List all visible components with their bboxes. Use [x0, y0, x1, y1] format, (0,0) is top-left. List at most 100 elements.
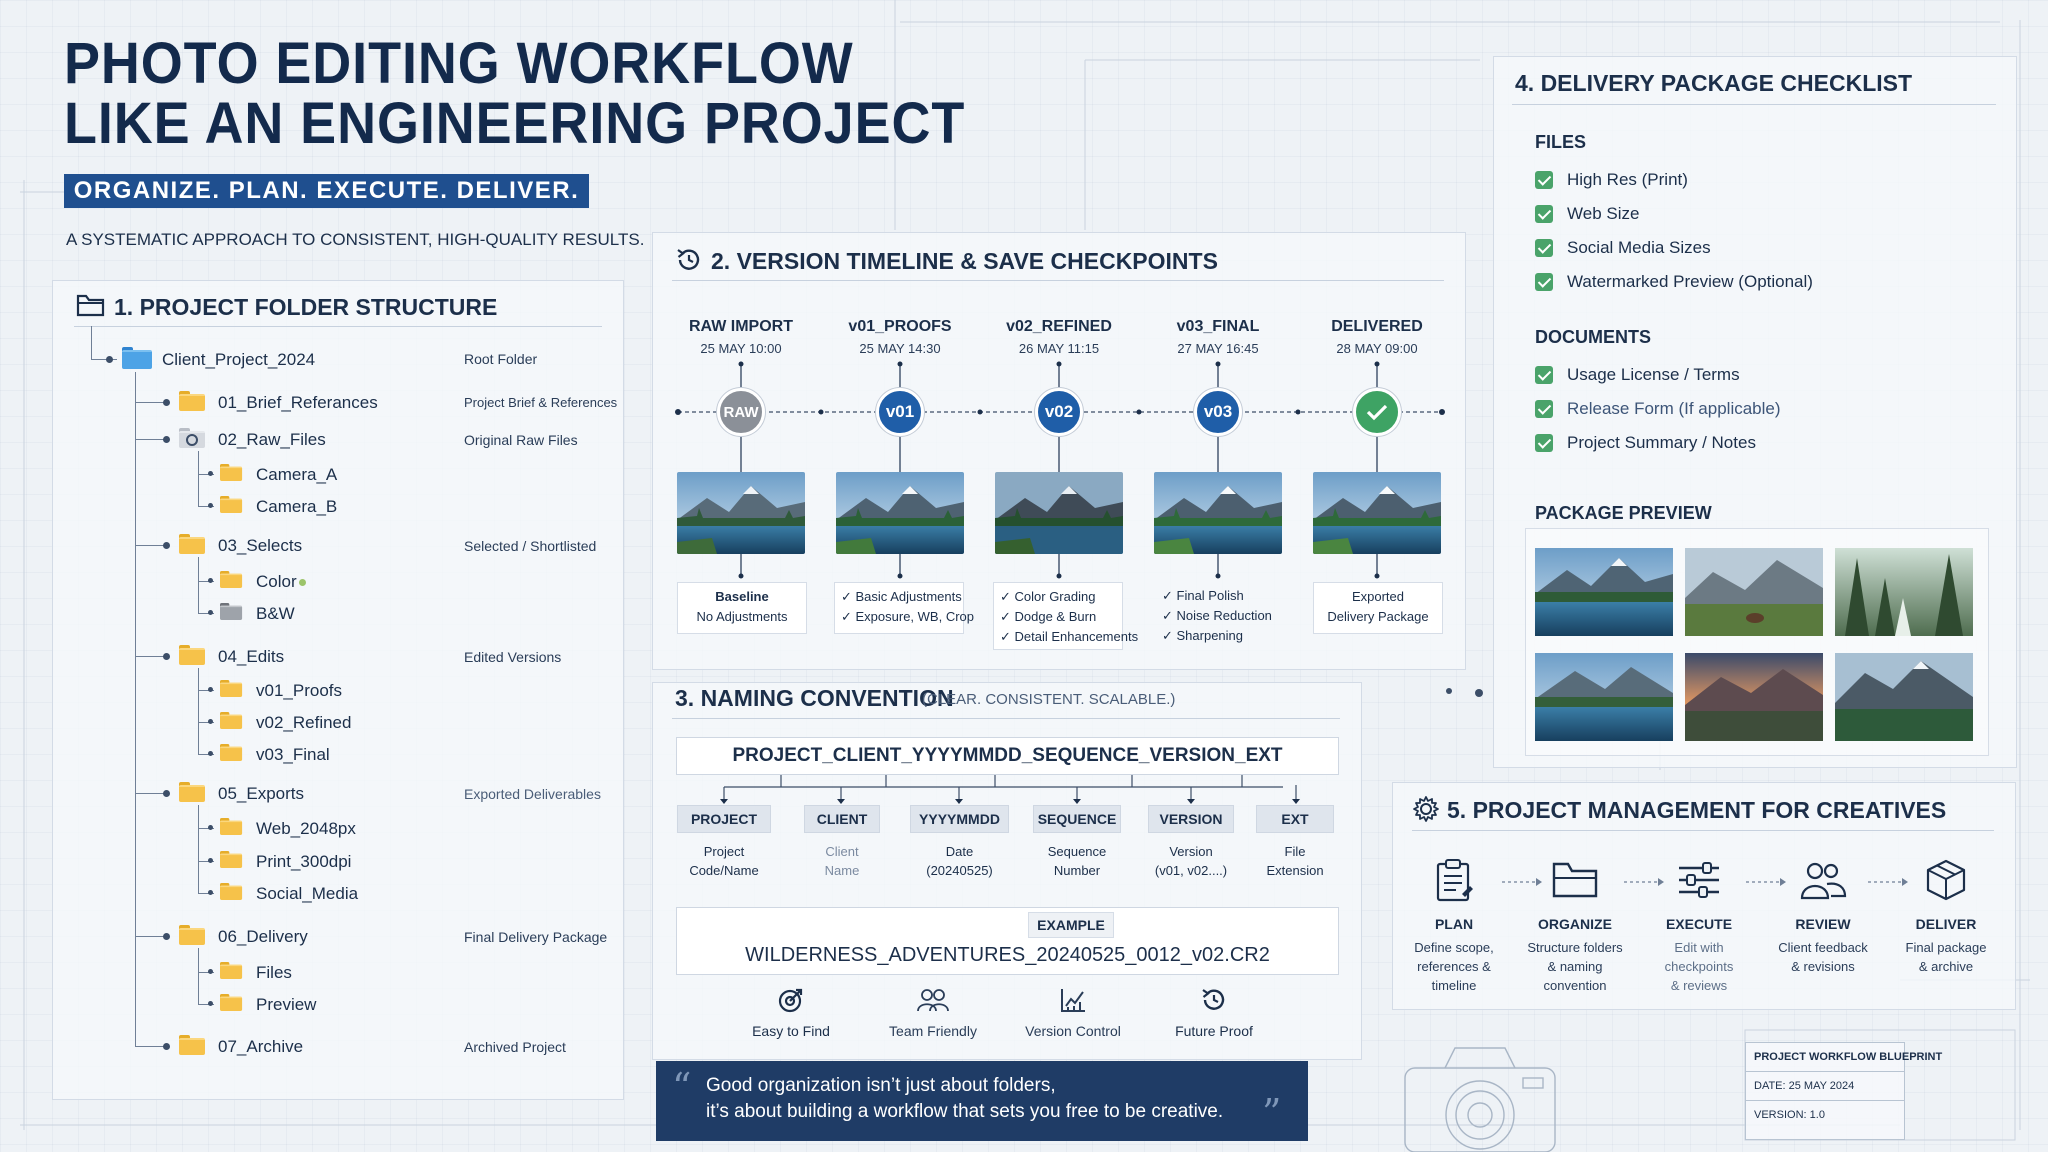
folder-name[interactable]: B&W: [256, 604, 295, 623]
tree-line: [198, 668, 199, 755]
folder-root-name[interactable]: Client_Project_2024: [162, 350, 316, 369]
landscape-thumbnail[interactable]: [836, 472, 964, 554]
tree-line: [135, 545, 168, 546]
folder-name[interactable]: Preview: [256, 995, 317, 1014]
folder-name[interactable]: 07_Archive: [218, 1037, 304, 1056]
folder-icon[interactable]: [220, 712, 243, 729]
pm-step-desc: Final package& archive: [1905, 940, 1987, 974]
folder-name[interactable]: Files: [256, 963, 292, 982]
checkbox-checked[interactable]: [1535, 400, 1553, 418]
folder-name[interactable]: 03_Selects: [218, 536, 303, 555]
folder-icon[interactable]: [220, 464, 243, 481]
bw-folder-icon[interactable]: [220, 603, 243, 620]
checkbox-checked[interactable]: [1535, 366, 1553, 384]
note-line: Noise Reduction: [1176, 608, 1272, 623]
landscape-thumbnail[interactable]: [677, 472, 805, 554]
preview-thumbnail[interactable]: [1685, 548, 1823, 636]
divider: [672, 718, 1340, 719]
checkbox-checked[interactable]: [1535, 434, 1553, 452]
folder-icon[interactable]: [179, 1035, 205, 1055]
root-folder-icon[interactable]: [122, 347, 152, 369]
tree-line: [198, 972, 214, 973]
version-node[interactable]: v02: [1035, 388, 1083, 436]
tree-node: [208, 503, 213, 508]
divider: [1745, 1071, 1905, 1072]
folder-icon[interactable]: [220, 883, 243, 900]
color-dot: [299, 579, 306, 586]
folder-name[interactable]: 02_Raw_Files: [218, 430, 326, 449]
version-node[interactable]: v01: [876, 388, 924, 436]
folder-icon[interactable]: [179, 645, 205, 665]
preview-thumbnail[interactable]: [1835, 548, 1973, 636]
tree-line: [135, 656, 168, 657]
stage-label: v01_PROOFS: [848, 318, 952, 335]
folder-icon[interactable]: [179, 534, 205, 554]
note-line: Baseline: [715, 589, 769, 604]
folder-structure-panel: [52, 280, 624, 1100]
folder-icon[interactable]: [220, 496, 243, 513]
folder-name[interactable]: 01_Brief_Referances: [218, 393, 378, 412]
folder-name[interactable]: 04_Edits: [218, 647, 285, 666]
folder-name[interactable]: v03_Final: [256, 745, 330, 764]
preview-thumbnail[interactable]: [1685, 653, 1823, 741]
tree-node: [163, 399, 170, 406]
folder-icon[interactable]: [179, 391, 205, 411]
folder-name[interactable]: Camera_B: [256, 497, 338, 516]
folder-icon[interactable]: [220, 851, 243, 868]
stage-date: 25 MAY 14:30: [859, 341, 941, 356]
checkbox-checked[interactable]: [1535, 171, 1553, 189]
checkbox-checked[interactable]: [1535, 239, 1553, 257]
folder-name[interactable]: Print_300dpi: [256, 852, 352, 871]
stage-label: v03_FINAL: [1176, 318, 1260, 335]
naming-part-desc: Date(20240525): [926, 844, 993, 878]
folder-name[interactable]: v01_Proofs: [256, 681, 342, 700]
naming-panel-title: 3. NAMING CONVENTION: [675, 685, 954, 711]
folder-name[interactable]: Camera_A: [256, 465, 338, 484]
pm-step-label: ORGANIZE: [1538, 916, 1612, 932]
naming-part-desc: Version(v01, v02....): [1154, 844, 1228, 878]
folder-name[interactable]: v02_Refined: [256, 713, 352, 732]
check-icon: ✓: [841, 589, 856, 604]
blueprint-title: PROJECT WORKFLOW BLUEPRINT: [1754, 1051, 1943, 1063]
tree-node: [208, 610, 213, 615]
folder-icon[interactable]: [179, 925, 205, 945]
version-node[interactable]: v03: [1194, 388, 1242, 436]
preview-thumbnail[interactable]: [1535, 548, 1673, 636]
tree-line: [198, 506, 214, 507]
checkbox-checked[interactable]: [1535, 273, 1553, 291]
tree-node: [208, 471, 213, 476]
folder-name[interactable]: Web_2048px: [256, 819, 356, 838]
landscape-thumbnail[interactable]: [995, 472, 1123, 554]
folder-icon[interactable]: [220, 571, 243, 588]
camera-folder-icon[interactable]: [179, 428, 205, 448]
folder-icon[interactable]: [220, 744, 243, 761]
stage-notes: ✓ Final Polish ✓ Noise Reduction ✓ Sharp…: [1154, 582, 1284, 650]
folder-icon[interactable]: [179, 782, 205, 802]
checklist-item: Social Media Sizes: [1567, 238, 1711, 257]
folder-icon[interactable]: [220, 680, 243, 697]
folder-icon[interactable]: [220, 818, 243, 835]
landscape-thumbnail[interactable]: [1313, 472, 1441, 554]
preview-thumbnail[interactable]: [1835, 653, 1973, 741]
close-quote-icon: ”: [1262, 1091, 1282, 1135]
folder-name[interactable]: 05_Exports: [218, 784, 304, 803]
folder-icon[interactable]: [220, 962, 243, 979]
example-filename[interactable]: WILDERNESS_ADVENTURES_20240525_0012_v02.…: [745, 944, 1270, 966]
tree-line: [198, 1004, 214, 1005]
landscape-thumbnail[interactable]: [1154, 472, 1282, 554]
pm-step-label: DELIVER: [1915, 916, 1977, 932]
box-icon: [1926, 859, 1966, 901]
preview-thumbnail[interactable]: [1535, 653, 1673, 741]
divider: [672, 280, 1444, 281]
folder-name[interactable]: Social_Media: [256, 884, 359, 903]
folder-desc: Original Raw Files: [464, 432, 578, 448]
tagline-banner: ORGANIZE. PLAN. EXECUTE. DELIVER.: [64, 174, 589, 208]
folder-icon[interactable]: [220, 994, 243, 1011]
folder-name[interactable]: Color: [256, 572, 297, 591]
check-icon: ✓: [841, 609, 856, 624]
folder-name[interactable]: 06_Delivery: [218, 927, 308, 946]
checkbox-checked[interactable]: [1535, 205, 1553, 223]
delivered-node[interactable]: [1353, 388, 1401, 436]
tree-line: [198, 581, 214, 582]
raw-node[interactable]: RAW: [717, 388, 765, 436]
